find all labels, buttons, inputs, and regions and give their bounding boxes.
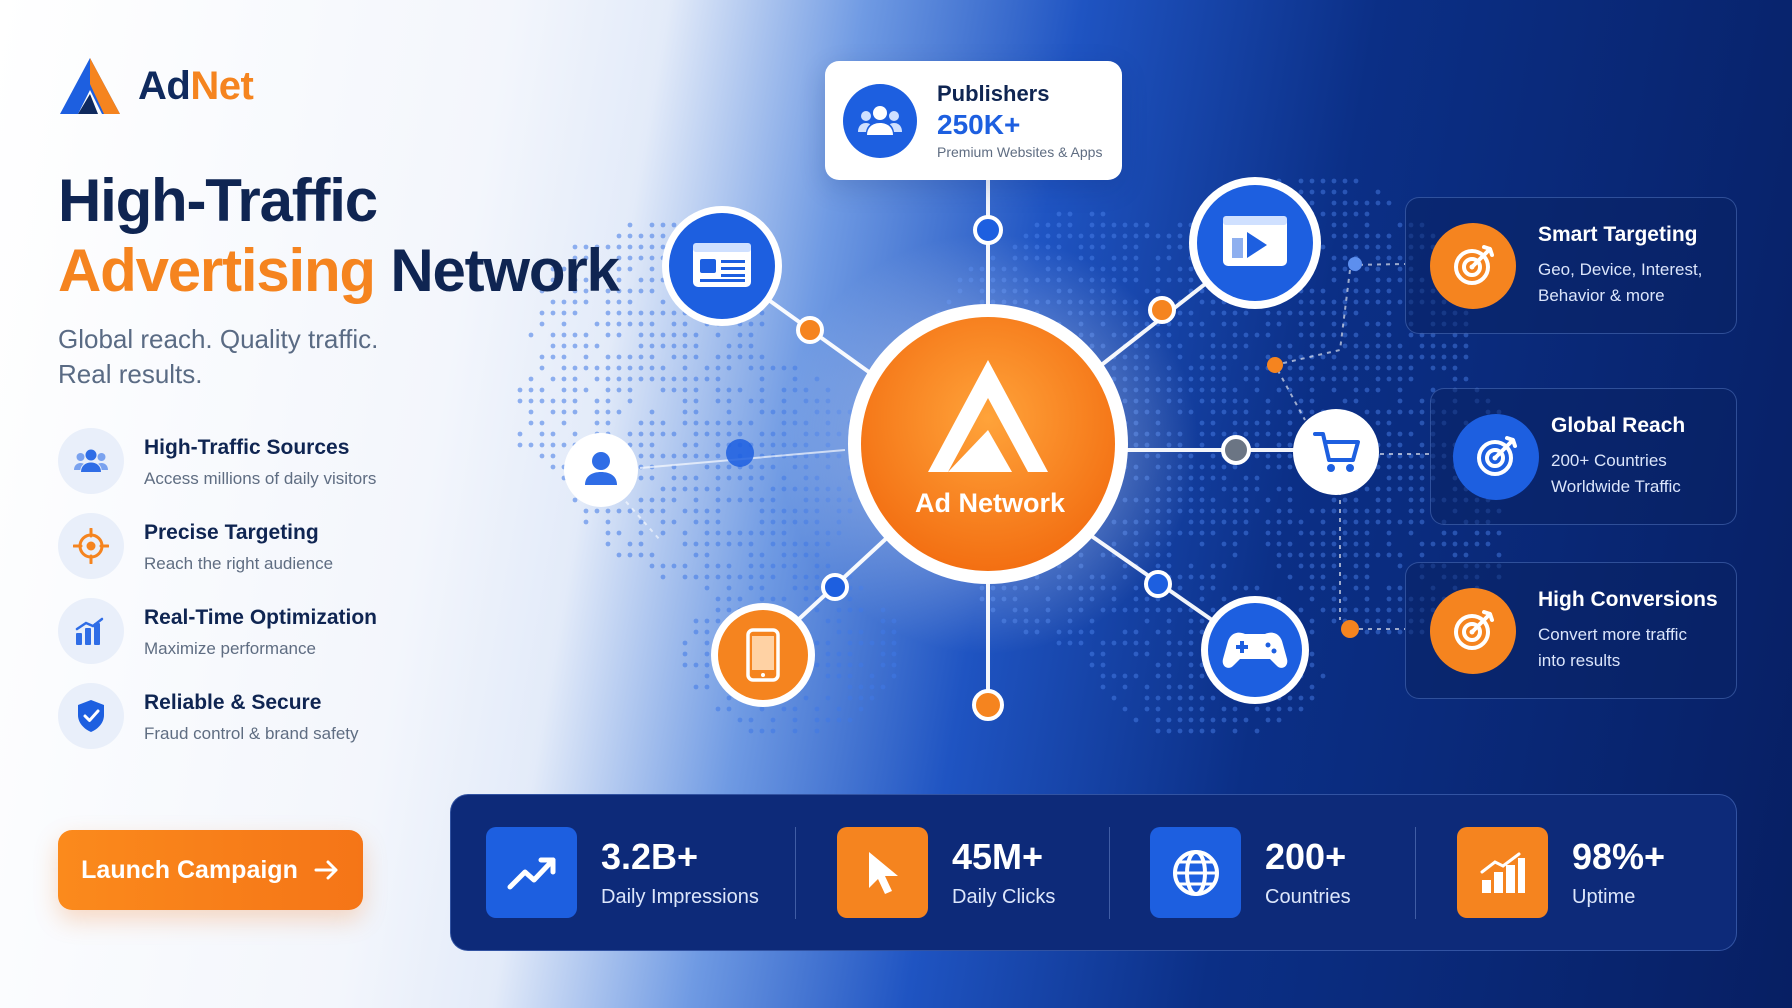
users-icon xyxy=(843,83,917,158)
trend-up-icon xyxy=(486,827,577,918)
stat-divider xyxy=(1415,827,1416,919)
feature-item: Precise Targeting Reach the right audien… xyxy=(58,513,478,598)
feature-title: Precise Targeting xyxy=(144,521,319,544)
feature-title: High-Traffic Sources xyxy=(144,436,350,459)
browser-window-icon xyxy=(693,243,751,287)
stats-bar: 3.2B+ Daily Impressions 45M+ Daily Click… xyxy=(450,794,1737,951)
launch-campaign-button[interactable]: Launch Campaign xyxy=(58,830,363,910)
card-desc: Geo, Device, Interest,Behavior & more xyxy=(1538,259,1703,305)
feature-desc: Reach the right audience xyxy=(144,554,334,573)
smartphone-icon xyxy=(746,628,780,682)
feature-list: High-Traffic Sources Access millions of … xyxy=(58,428,478,768)
shopping-cart-icon xyxy=(1313,432,1360,472)
video-player-icon xyxy=(1223,216,1287,266)
globe-icon xyxy=(1150,827,1241,918)
shield-check-icon xyxy=(58,683,124,749)
feature-desc: Maximize performance xyxy=(144,639,316,658)
feature-desc: Access millions of daily visitors xyxy=(144,469,377,488)
crosshair-icon xyxy=(58,513,124,579)
cursor-icon xyxy=(837,827,928,918)
tagline-line1: Global reach. Quality traffic. xyxy=(58,324,379,354)
mobile-node[interactable] xyxy=(711,603,815,707)
stat-impressions: 3.2B+ Daily Impressions xyxy=(486,827,759,918)
feature-desc: Fraud control & brand safety xyxy=(144,724,359,743)
gamepad-icon xyxy=(1222,632,1288,668)
target-icon xyxy=(1453,413,1539,500)
gaming-node[interactable] xyxy=(1201,596,1309,704)
feature-title: Real-Time Optimization xyxy=(144,606,377,629)
video-node[interactable] xyxy=(1189,177,1321,309)
users-icon xyxy=(58,428,124,494)
card-title: Global Reach xyxy=(1551,413,1686,437)
stat-countries: 200+ Countries xyxy=(1150,827,1351,918)
shopping-node[interactable] xyxy=(1293,409,1379,495)
user-icon xyxy=(585,452,617,485)
publishers-subtitle: Premium Websites & Apps xyxy=(937,144,1103,160)
stat-label: Daily Clicks xyxy=(952,886,1056,908)
stat-label: Countries xyxy=(1265,886,1351,908)
stat-label: Uptime xyxy=(1572,886,1636,908)
headline-rest: Network xyxy=(374,237,620,304)
bar-chart-icon xyxy=(1457,827,1548,918)
tagline: Global reach. Quality traffic. Real resu… xyxy=(58,322,478,392)
hub-logo-icon xyxy=(928,360,1048,472)
target-icon xyxy=(1430,222,1516,309)
user-node[interactable] xyxy=(564,433,638,507)
headline-highlight: Advertising xyxy=(58,237,376,304)
stat-uptime: 98%+ Uptime xyxy=(1457,827,1665,918)
hub-label: Ad Network xyxy=(914,488,1066,518)
publishers-title: Publishers xyxy=(937,81,1050,106)
cta-label: Launch Campaign xyxy=(81,855,298,884)
target-icon xyxy=(1430,587,1516,674)
tagline-line2: Real results. xyxy=(58,359,203,389)
ad-network-hub[interactable] xyxy=(848,304,1128,584)
stat-value: 200+ xyxy=(1265,836,1347,877)
page-headline: High-Traffic Advertising Network xyxy=(58,166,620,306)
feature-item: High-Traffic Sources Access millions of … xyxy=(58,428,478,513)
stat-divider xyxy=(795,827,796,919)
card-title: High Conversions xyxy=(1538,587,1718,611)
feature-title: Reliable & Secure xyxy=(144,691,322,714)
feature-item: Reliable & Secure Fraud control & brand … xyxy=(58,683,478,768)
brand-name: AdNet xyxy=(138,63,254,108)
web-page-node[interactable] xyxy=(662,206,782,326)
bar-chart-icon xyxy=(58,598,124,664)
feature-item: Real-Time Optimization Maximize performa… xyxy=(58,598,478,683)
stat-value: 45M+ xyxy=(952,836,1044,877)
brand-logo[interactable]: AdNet xyxy=(58,56,254,116)
headline-line1: High-Traffic xyxy=(58,167,378,234)
stat-clicks: 45M+ Daily Clicks xyxy=(837,827,1055,918)
card-title: Smart Targeting xyxy=(1538,222,1698,246)
publishers-value: 250K+ xyxy=(937,109,1021,140)
arrow-right-icon xyxy=(314,860,338,880)
adnet-logo-icon xyxy=(60,58,120,114)
smart-targeting-card[interactable]: Smart Targeting Geo, Device, Interest,Be… xyxy=(1405,197,1737,334)
stat-value: 98%+ xyxy=(1572,836,1666,877)
publishers-card[interactable]: Publishers 250K+ Premium Websites & Apps xyxy=(825,61,1122,180)
stat-label: Daily Impressions xyxy=(601,886,759,908)
stat-divider xyxy=(1109,827,1110,919)
stat-value: 3.2B+ xyxy=(601,836,699,877)
